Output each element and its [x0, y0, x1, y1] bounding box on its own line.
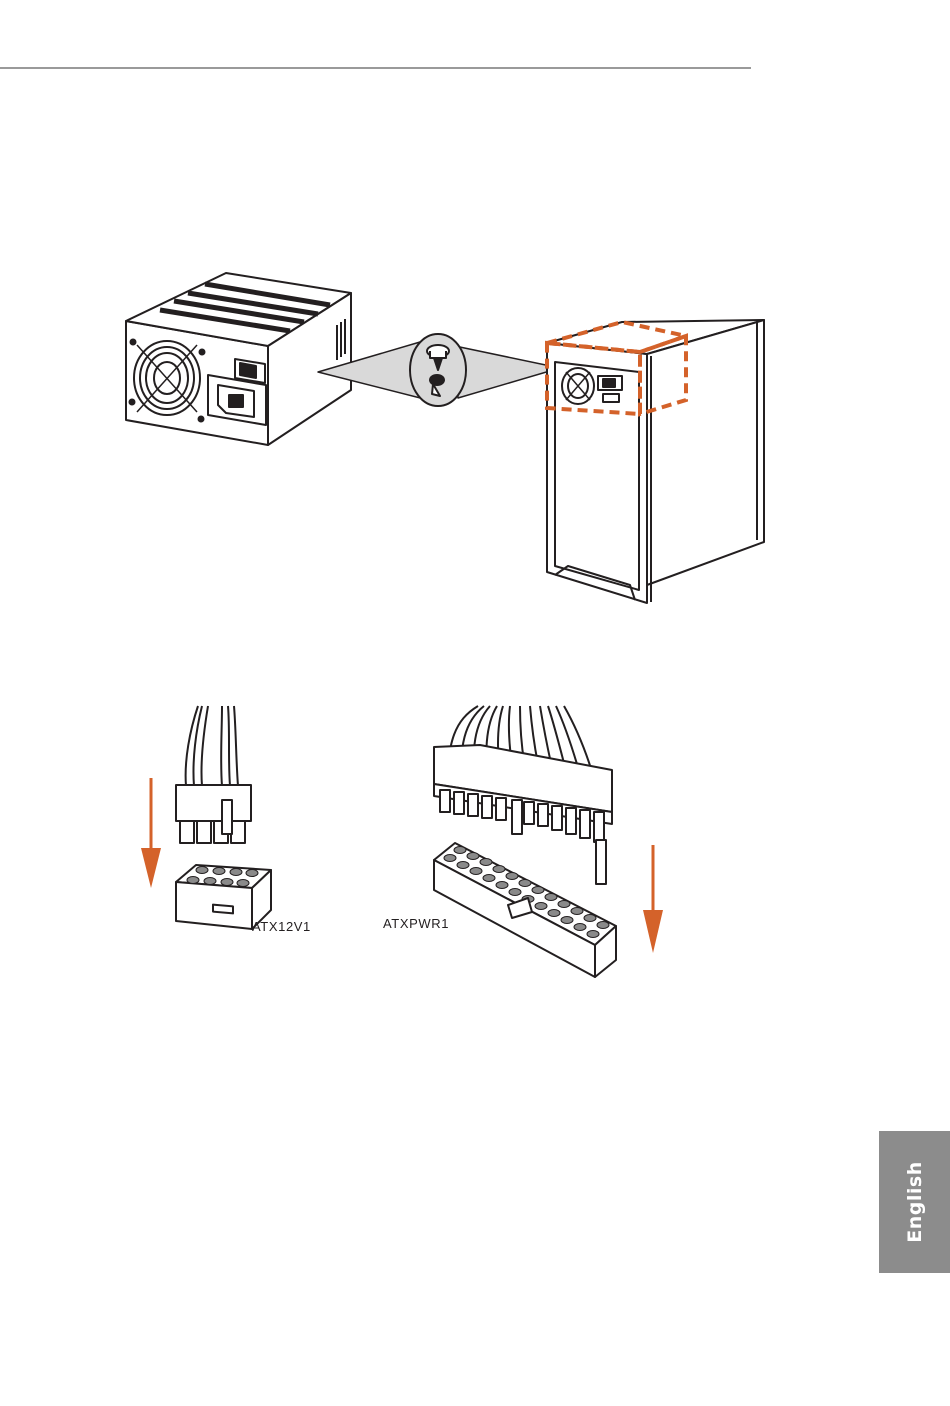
- down-arrow-icon: [643, 845, 663, 953]
- atx12v1-label: ATX12V1: [252, 919, 311, 934]
- language-tab: English: [879, 1131, 950, 1273]
- power-connectors-illustration: [0, 0, 950, 1000]
- atx12v-connector-icon: [176, 706, 271, 929]
- atx24pin-connector-icon: [434, 706, 616, 977]
- down-arrow-icon: [141, 778, 161, 888]
- language-label: English: [904, 1161, 926, 1242]
- atxpwr1-label: ATXPWR1: [383, 916, 449, 931]
